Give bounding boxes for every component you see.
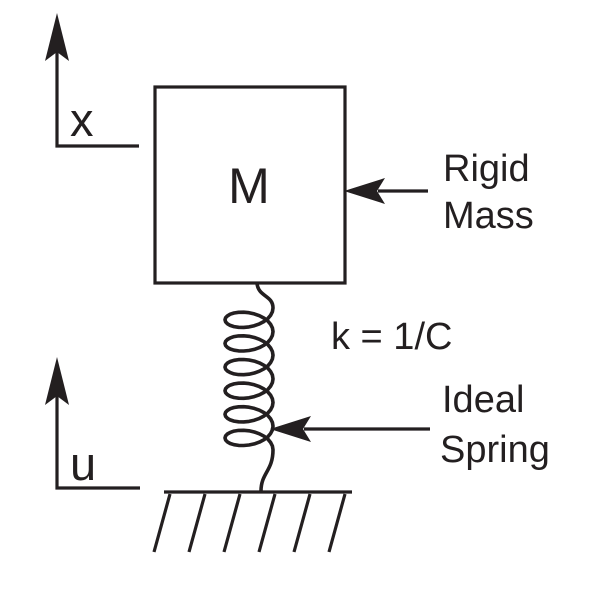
ground-hatch-line	[187, 493, 207, 553]
spring-coil	[223, 282, 275, 492]
ground-hatch-line	[327, 493, 347, 553]
ground	[152, 490, 352, 553]
ideal-spring-arrow-icon	[270, 416, 311, 442]
ideal-spring-label-line2: Spring	[440, 429, 550, 471]
u-axis-lines	[55, 396, 140, 490]
u-displacement-axis: u	[45, 357, 140, 490]
rigid-mass-arrow-icon	[344, 178, 385, 204]
ground-hatch-line	[292, 493, 312, 553]
x-displacement-axis: x	[45, 13, 139, 148]
spring-constant-label: k = 1/C	[331, 316, 452, 358]
rigid-mass-label-line1: Rigid	[443, 148, 530, 190]
rigid-mass-block: M	[153, 85, 347, 285]
x-axis-lines	[55, 52, 139, 148]
rigid-mass-callout: Rigid Mass	[344, 148, 534, 237]
x-arrow-up-icon	[45, 13, 69, 61]
u-arrow-up-icon	[45, 357, 69, 405]
mass-label: M	[228, 158, 270, 214]
x-axis-label: x	[70, 93, 94, 146]
ground-hatching	[152, 493, 347, 553]
mass-box	[153, 85, 347, 285]
ideal-spring-label-line1: Ideal	[442, 379, 524, 421]
ideal-spring-callout: Ideal Spring	[270, 379, 550, 471]
ground-hatch-line	[222, 493, 242, 553]
ground-hatch-line	[152, 493, 172, 553]
ground-hatch-line	[257, 493, 277, 553]
u-axis-label: u	[70, 437, 96, 490]
rigid-mass-label-line2: Mass	[443, 195, 534, 237]
